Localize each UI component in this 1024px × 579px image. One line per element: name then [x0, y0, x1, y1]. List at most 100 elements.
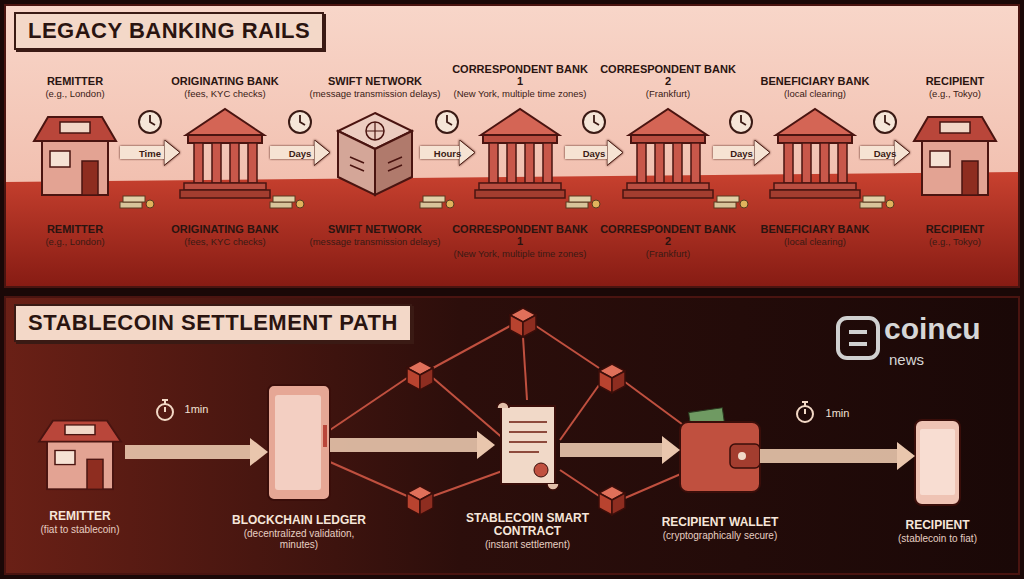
stopwatch-icons: [157, 400, 813, 422]
delay-label: Days: [289, 147, 312, 158]
text-group: BENEFICIARY BANK(local clearing): [747, 76, 883, 99]
node-heading: REMITTER: [47, 76, 103, 88]
text-group: BENEFICIARY BANK(local clearing): [747, 224, 883, 247]
delay-label: Time: [139, 147, 161, 158]
node-caption: (fiat to stablecoin): [41, 525, 120, 536]
text-group: CORRESPONDENT BANK 1(New York, multiple …: [452, 64, 588, 99]
bank-node: ORIGINATING BANK(fees, KYC checks)ORIGIN…: [180, 105, 270, 200]
wallet-node: RECIPIENT WALLET(cryptographically secur…: [680, 410, 760, 492]
clock-icons: [139, 111, 896, 133]
node-heading: BLOCKCHAIN LEDGER: [232, 514, 366, 527]
node-caption: (e.g., London): [45, 237, 104, 247]
panel-title: LEGACY BANKING RAILS: [14, 12, 324, 50]
text-group: REMITTER(e.g., London): [7, 224, 143, 247]
duration-label: 1min: [826, 407, 850, 419]
shop-node: REMITTER(e.g., London)REMITTER(e.g., Lon…: [30, 105, 120, 200]
text-group: REMITTER(e.g., London): [7, 76, 143, 99]
text-group: RECIPIENT(e.g., Tokyo): [887, 76, 1023, 99]
node-caption: (New York, multiple time zones): [453, 89, 586, 99]
node-heading: RECIPIENT: [926, 224, 985, 236]
text-group: RECIPIENT WALLET (cryptographically secur…: [645, 516, 795, 542]
panel-band: STABLECOIN SETTLEMENT PATHREMITTER(fiat …: [4, 296, 1020, 575]
text-group: LEGACY BANKING RAILS: [14, 12, 324, 50]
shop-node: RECIPIENT(e.g., Tokyo)RECIPIENT(e.g., To…: [910, 105, 1000, 200]
ledger-node: BLOCKCHAIN LEDGER(decentralized validati…: [268, 385, 330, 500]
text-group: CORRESPONDENT BANK 2(Frankfurt): [600, 224, 736, 259]
node-caption: (Frankfurt): [646, 89, 690, 99]
contract-node: STABLECOIN SMART CONTRACT(instant settle…: [495, 400, 560, 490]
node-heading: SWIFT NETWORK: [328, 224, 422, 236]
node-heading: BENEFICIARY BANK: [761, 76, 870, 88]
delay-label: Days: [583, 147, 606, 158]
delay-label: Days: [874, 147, 897, 158]
text-group: CORRESPONDENT BANK 1(New York, multiple …: [452, 224, 588, 259]
text-group: RECIPIENT(e.g., Tokyo): [887, 224, 1023, 247]
cash-stacks: [120, 196, 894, 208]
node-caption: (cryptographically secure): [663, 531, 778, 542]
watermark-logo: [838, 318, 878, 358]
bank-node: CORRESPONDENT BANK 1(New York, multiple …: [475, 105, 565, 200]
bank-node: CORRESPONDENT BANK 2(Frankfurt)CORRESPON…: [623, 105, 713, 200]
text-group: ORIGINATING BANK(fees, KYC checks): [157, 76, 293, 99]
node-heading: ORIGINATING BANK: [171, 76, 278, 88]
panel-band: LEGACY BANKING RAILSREMITTER(e.g., Londo…: [4, 4, 1020, 288]
node-heading: ORIGINATING BANK: [171, 224, 278, 236]
flow-arrow: [270, 146, 314, 159]
flow-arrow: [760, 449, 897, 463]
panel-title: STABLECOIN SETTLEMENT PATH: [14, 304, 412, 342]
node-caption: (local clearing): [784, 237, 846, 247]
node-caption: (e.g., Tokyo): [929, 89, 981, 99]
node-heading: RECIPIENT WALLET: [662, 516, 779, 529]
node-caption: (message transmission delays): [310, 89, 441, 99]
duration-label: 1min: [185, 403, 209, 415]
node-heading: REMITTER: [49, 510, 110, 523]
delay-label: Days: [730, 147, 753, 158]
node-caption: (decentralized validation, minutes): [224, 529, 374, 551]
node-caption: (instant settlement): [485, 540, 570, 551]
node-caption: (message transmission delays): [310, 237, 441, 247]
node-heading: RECIPIENT: [926, 76, 985, 88]
text-group: ORIGINATING BANK(fees, KYC checks): [157, 224, 293, 247]
node-heading: RECIPIENT: [905, 519, 969, 532]
legacy-background: [4, 4, 1020, 288]
node-heading: SWIFT NETWORK: [328, 76, 422, 88]
stablecoin-background: [4, 296, 1020, 575]
shop-node: REMITTER(fiat to stablecoin): [35, 410, 125, 494]
flow-arrow: [565, 146, 607, 159]
node-caption: (Frankfurt): [646, 249, 690, 259]
node-caption: (fees, KYC checks): [184, 89, 265, 99]
flow-arrow: [560, 443, 662, 457]
node-caption: (e.g., London): [45, 89, 104, 99]
node-heading: BENEFICIARY BANK: [761, 224, 870, 236]
node-heading: CORRESPONDENT BANK 2: [600, 224, 736, 248]
text-group: RECIPIENT (stablecoin to fiat): [863, 519, 1013, 545]
stablecoin-illustrations: [39, 385, 960, 505]
node-caption: (fees, KYC checks): [184, 237, 265, 247]
node-caption: (e.g., Tokyo): [929, 237, 981, 247]
flow-arrow: [125, 445, 250, 459]
node-heading: CORRESPONDENT BANK 2: [600, 64, 736, 88]
text-group: SWIFT NETWORK(message transmission delay…: [307, 224, 443, 247]
node-heading: CORRESPONDENT BANK 1: [452, 64, 588, 88]
node-heading: REMITTER: [47, 224, 103, 236]
network-node: SWIFT NETWORK(message transmission delay…: [330, 105, 420, 200]
text-group: STABLECOIN SMART CONTRACT (instant settle…: [453, 512, 603, 551]
node-caption: (stablecoin to fiat): [898, 534, 977, 545]
text-group: STABLECOIN SETTLEMENT PATH: [14, 304, 412, 342]
text-group: BLOCKCHAIN LEDGER (decentralized validati…: [224, 514, 374, 551]
flow-arrow: [120, 146, 164, 159]
node-caption: (local clearing): [784, 89, 846, 99]
node-heading: STABLECOIN SMART CONTRACT: [453, 512, 603, 538]
flow-arrow: [713, 146, 754, 159]
building-illustrations: [34, 109, 996, 198]
node-heading: CORRESPONDENT BANK 1: [452, 224, 588, 248]
block-cubes: [407, 308, 625, 515]
bank-node: BENEFICIARY BANK(local clearing)BENEFICI…: [770, 105, 860, 200]
delay-label: Hours: [434, 147, 461, 158]
watermark-text: news: [889, 352, 924, 367]
